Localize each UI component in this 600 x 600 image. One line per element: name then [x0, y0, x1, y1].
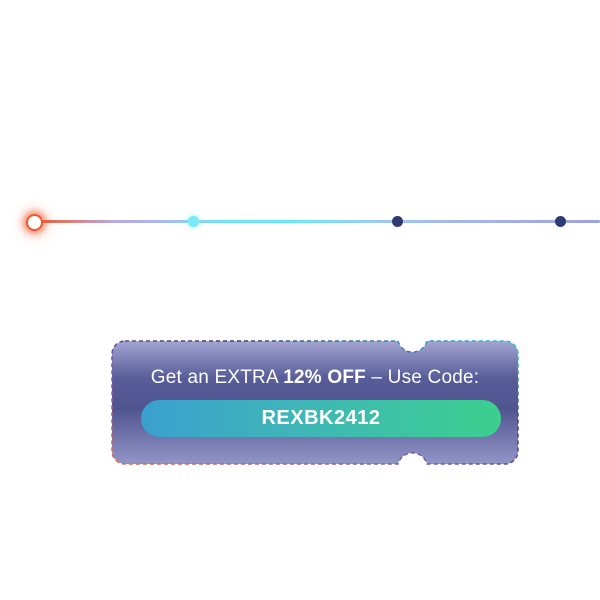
- promo-text: Get an EXTRA 12% OFF – Use Code:: [111, 367, 519, 389]
- coupon-code: REXBK2412: [261, 407, 381, 429]
- progress-step-1-current[interactable]: [26, 214, 43, 231]
- progress-step-4[interactable]: [555, 216, 566, 227]
- progress-step-2[interactable]: [188, 216, 199, 227]
- progress-stepper: [0, 210, 600, 234]
- promo-text-suffix: – Use Code:: [365, 367, 480, 388]
- coupon-card: Get an EXTRA 12% OFF – Use Code: REXBK24…: [111, 340, 519, 465]
- promo-discount: 12% OFF: [283, 367, 366, 388]
- progress-step-3[interactable]: [392, 216, 403, 227]
- progress-track: [34, 220, 600, 223]
- promo-text-prefix: Get an EXTRA: [150, 367, 284, 388]
- coupon-code-button[interactable]: REXBK2412: [141, 400, 501, 437]
